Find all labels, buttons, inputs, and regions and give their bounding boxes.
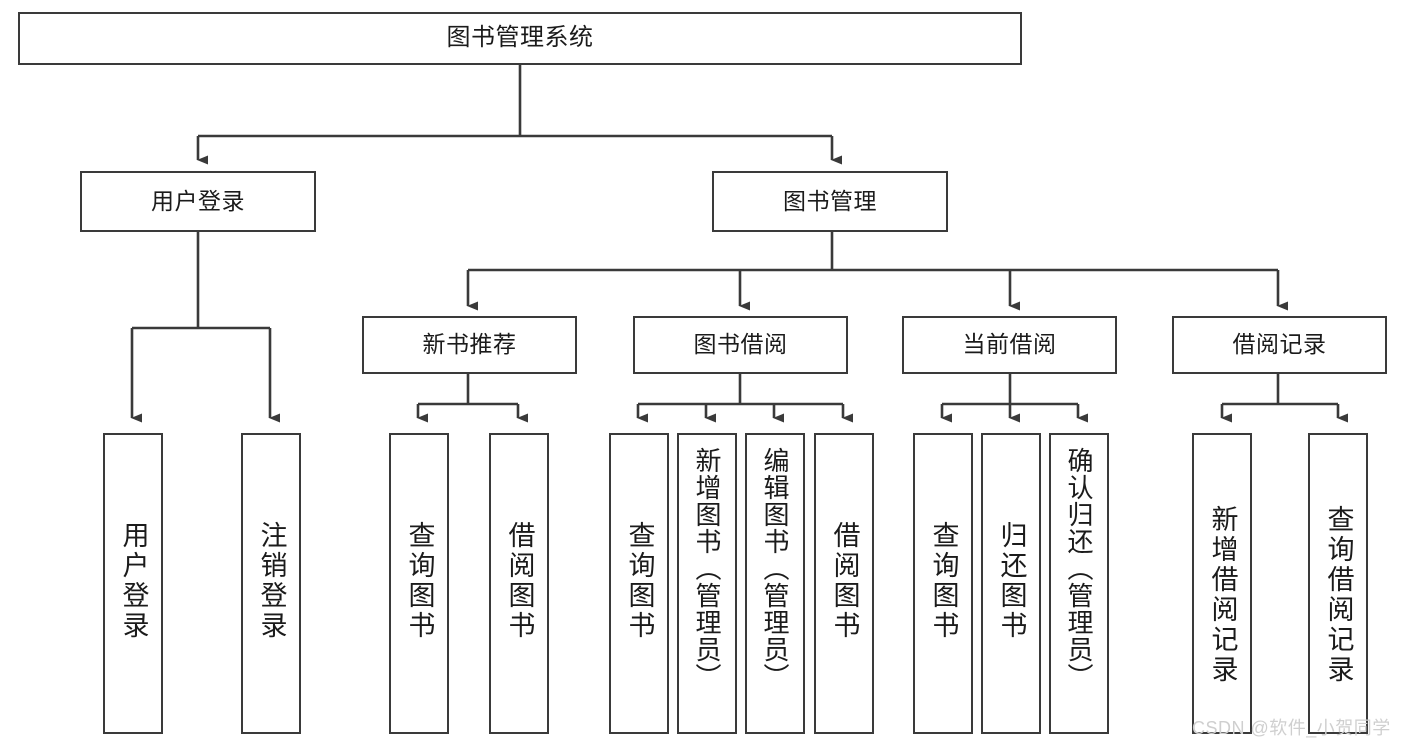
- leaf-new-book-recommend-2[interactable]: 借阅图书: [489, 433, 549, 734]
- node-label: 新增图书（管理员）: [692, 447, 722, 690]
- leaf-current-borrow-3[interactable]: 确认归还（管理员）: [1049, 433, 1109, 734]
- leaf-user-login-2[interactable]: 注销登录: [241, 433, 301, 734]
- node-current-borrow[interactable]: 当前借阅: [902, 316, 1117, 374]
- node-label: 归还图书: [996, 521, 1027, 641]
- csdn-watermark: CSDN @软件_小贺同学: [1192, 718, 1391, 738]
- leaf-book-borrow-3[interactable]: 编辑图书（管理员）: [745, 433, 805, 734]
- leaf-book-borrow-2[interactable]: 新增图书（管理员）: [677, 433, 737, 734]
- leaf-current-borrow-2[interactable]: 归还图书: [981, 433, 1041, 734]
- leaf-borrow-record-1[interactable]: 新增借阅记录: [1192, 433, 1252, 734]
- node-label: 借阅记录: [1232, 331, 1327, 358]
- node-label: 新书推荐: [422, 331, 517, 358]
- node-label: 图书借阅: [693, 331, 788, 358]
- leaf-user-login-1[interactable]: 用户登录: [103, 433, 163, 734]
- node-label: 查询图书: [624, 521, 655, 641]
- node-label: 当前借阅: [962, 331, 1057, 358]
- node-label: 图书管理系统: [446, 24, 594, 52]
- leaf-book-borrow-4[interactable]: 借阅图书: [814, 433, 874, 734]
- node-label: 借阅图书: [829, 521, 860, 641]
- node-label: 查询图书: [404, 521, 435, 641]
- node-label: 编辑图书（管理员）: [760, 447, 790, 690]
- node-label: 查询图书: [928, 521, 959, 641]
- node-label: 注销登录: [256, 521, 287, 641]
- node-book-management[interactable]: 图书管理: [712, 171, 948, 232]
- node-label: 图书管理: [783, 187, 877, 214]
- node-label: 用户登录: [151, 187, 245, 214]
- node-user-login[interactable]: 用户登录: [80, 171, 316, 232]
- node-new-book-recommend[interactable]: 新书推荐: [362, 316, 577, 374]
- node-label: 用户登录: [118, 521, 149, 641]
- node-label: 查询借阅记录: [1323, 505, 1354, 685]
- node-label: 确认归还（管理员）: [1064, 447, 1094, 690]
- node-book-management-system[interactable]: 图书管理系统: [18, 12, 1022, 65]
- node-label: 借阅图书: [504, 521, 535, 641]
- node-book-borrow[interactable]: 图书借阅: [633, 316, 848, 374]
- node-borrow-record[interactable]: 借阅记录: [1172, 316, 1387, 374]
- leaf-borrow-record-2[interactable]: 查询借阅记录: [1308, 433, 1368, 734]
- node-label: 新增借阅记录: [1207, 505, 1238, 685]
- leaf-new-book-recommend-1[interactable]: 查询图书: [389, 433, 449, 734]
- leaf-current-borrow-1[interactable]: 查询图书: [913, 433, 973, 734]
- leaf-book-borrow-1[interactable]: 查询图书: [609, 433, 669, 734]
